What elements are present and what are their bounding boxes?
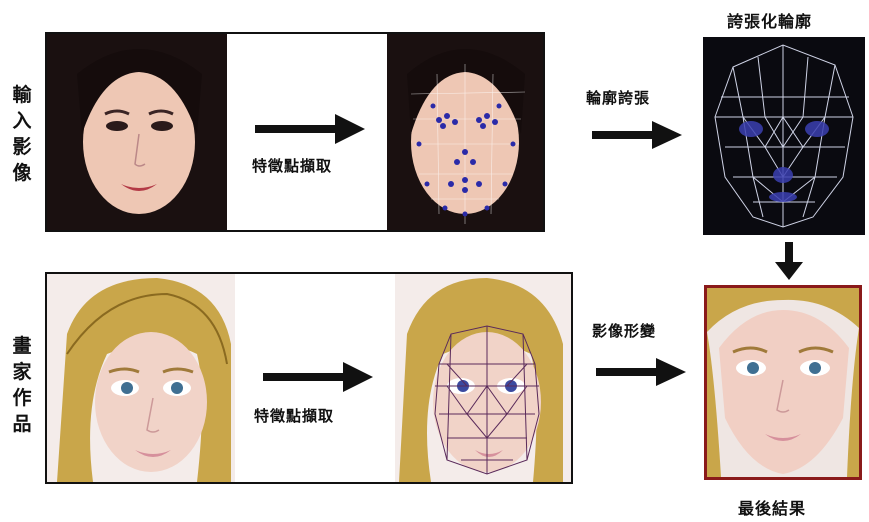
arrow-down-icon [775, 242, 803, 280]
arrow-icon-bottom-extraction [263, 362, 373, 392]
painter-work-char-2: 家 [12, 361, 32, 383]
painter-work-char-3: 作 [12, 387, 32, 409]
image-morphing-label: 影像形變 [592, 322, 657, 340]
feature-extraction-bottom-label: 特徵點擷取 [254, 407, 335, 425]
input-image-char-3: 影 [12, 136, 32, 158]
contour-exaggeration-label: 輪廓誇張 [586, 89, 651, 107]
input-image-char-1: 輸 [12, 84, 32, 106]
input-image-char-4: 像 [12, 162, 32, 184]
painter-work-char-1: 畫 [12, 335, 32, 357]
arrow-icon-contour [592, 121, 682, 149]
exaggerated-contour-mesh [703, 37, 865, 235]
input-photo-panel [45, 32, 545, 232]
final-result-panel [704, 285, 862, 480]
painter-work-panel [45, 272, 573, 484]
final-result-label: 最後結果 [738, 499, 807, 518]
painter-work-strip [47, 274, 571, 482]
feature-extraction-top-label: 特徵點擷取 [252, 157, 333, 175]
painter-work-label: 畫 家 作 品 [8, 333, 36, 437]
input-photo-strip [47, 34, 543, 230]
arrow-icon-top-extraction [255, 114, 365, 144]
exaggerated-contour-label: 誇張化輪廓 [727, 12, 813, 31]
arrow-icon-morphing [596, 358, 686, 386]
input-image-label: 輸 入 影 像 [8, 82, 36, 186]
input-image-char-2: 入 [12, 110, 32, 132]
painter-work-char-4: 品 [12, 413, 32, 435]
